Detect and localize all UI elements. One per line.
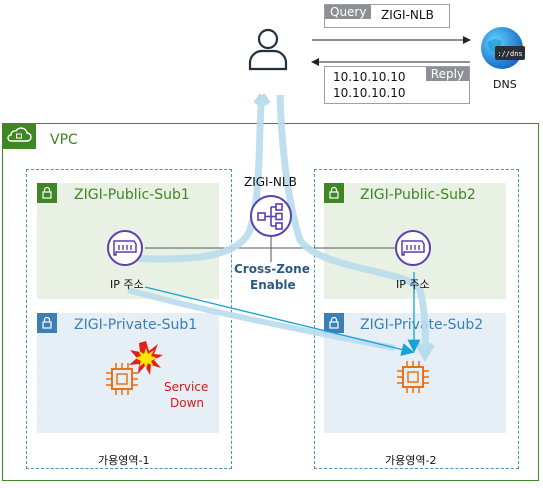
reply-value-2: 10.10.10.10 xyxy=(333,86,406,100)
query-box: Query ZIGI-NLB xyxy=(324,4,450,28)
flow-path-az2 xyxy=(276,94,429,353)
availability-zone-1-label: 가용영역-1 xyxy=(98,454,150,467)
user-icon xyxy=(248,28,288,71)
flow-path-az1 xyxy=(127,94,266,263)
private-subnet-1-label: ZIGI-Private-Sub1 xyxy=(74,317,198,333)
vpc-cloud-icon xyxy=(2,123,36,149)
availability-zone-1 xyxy=(26,169,232,469)
query-value: ZIGI-NLB xyxy=(381,8,434,22)
query-tag: Query xyxy=(325,5,372,19)
lock-icon xyxy=(37,183,57,203)
cross-zone-label-line1: Cross-Zone xyxy=(234,262,310,276)
eni-label-2: IP 주소 xyxy=(396,278,430,291)
public-subnet-2-label: ZIGI-Public-Sub2 xyxy=(360,187,476,203)
ec2-instance-icon xyxy=(106,363,138,395)
lock-icon xyxy=(324,183,344,203)
availability-zone-2 xyxy=(314,169,519,469)
nlb-label: ZIGI-NLB xyxy=(244,175,297,189)
explosion-icon xyxy=(129,341,163,375)
private-subnet-2 xyxy=(324,313,506,433)
availability-zone-2-label: 가용영역-2 xyxy=(385,454,437,467)
service-down-line2: Down xyxy=(170,396,205,410)
lock-icon xyxy=(324,313,344,333)
reply-box: Reply 10.10.10.10 10.10.10.10 xyxy=(324,66,470,104)
eni-label-1: IP 주소 xyxy=(110,278,144,291)
service-down-line1: Service xyxy=(164,380,209,394)
vpc-container xyxy=(2,123,539,481)
network-interface-icon xyxy=(395,230,431,266)
ec2-instance-icon xyxy=(397,361,429,393)
cross-zone-label-line2: Enable xyxy=(250,278,296,292)
dns-label: DNS xyxy=(493,78,517,91)
public-subnet-1-label: ZIGI-Public-Sub1 xyxy=(74,187,190,203)
reply-value-1: 10.10.10.10 xyxy=(333,70,406,84)
flow-path-cross-zone xyxy=(127,287,396,351)
network-interface-icon xyxy=(107,230,143,266)
private-subnet-1 xyxy=(37,313,219,433)
reply-tag: Reply xyxy=(425,67,469,81)
dns-icon-text: ://dns xyxy=(497,50,522,58)
vpc-label: VPC xyxy=(50,132,78,148)
nlb-icon xyxy=(250,195,292,237)
lock-icon xyxy=(37,313,57,333)
cross-zone-arrow xyxy=(144,286,415,356)
dns-globe-icon: ://dns xyxy=(481,27,525,69)
flow-arrowhead-up xyxy=(253,93,271,106)
